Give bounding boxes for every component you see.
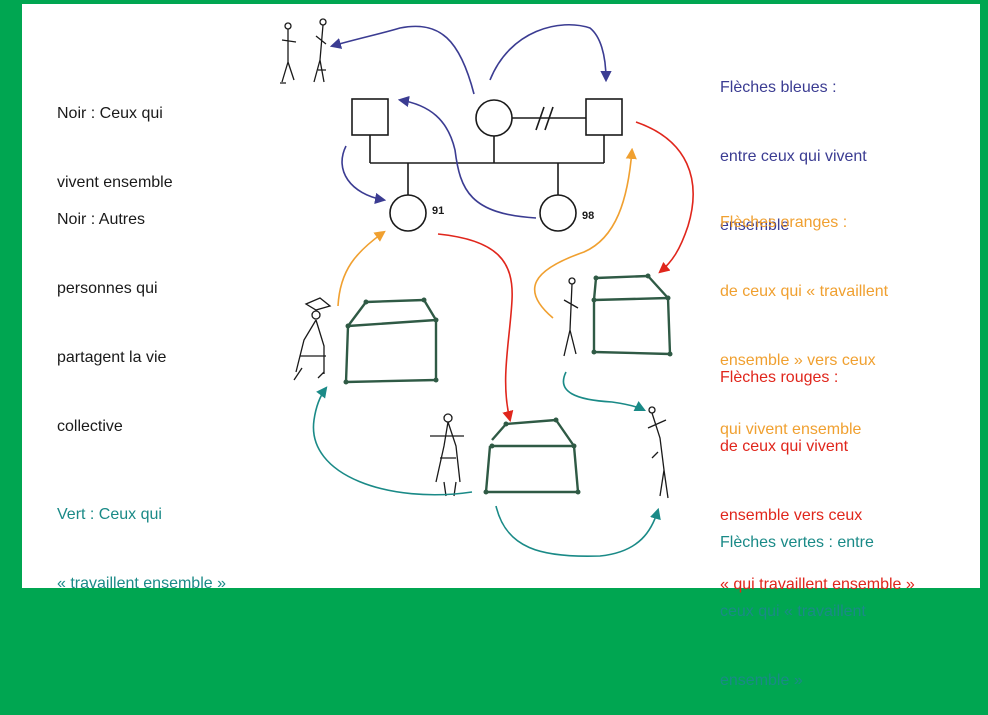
legend-bleues: Flèches bleues : entre ceux qui vivent e… — [720, 79, 867, 234]
genogram — [351, 98, 623, 232]
legend-vert: Vert : Ceux qui « travaillent ensemble » — [57, 506, 226, 592]
partner-square — [585, 98, 623, 136]
separation-mark-2 — [544, 106, 554, 131]
blue-arrows — [329, 24, 612, 219]
mother-circle — [475, 99, 513, 137]
houses — [344, 274, 672, 494]
blue-arrow-father-to-child1 — [341, 145, 387, 204]
stick-figure-bottom-right — [647, 406, 669, 499]
house-left — [344, 298, 438, 384]
blue-arrow-child2-to-father — [397, 95, 537, 219]
child-1-circle — [389, 194, 427, 232]
stick-figures-top — [280, 18, 327, 84]
orange-arrow-figure-to-partner — [534, 147, 637, 319]
child-2-circle — [539, 194, 577, 232]
stick-figure-bottom-center — [430, 413, 464, 497]
teal-arrow-figure-to-figure — [562, 371, 647, 412]
child-1-label: 91 — [432, 205, 444, 217]
stick-figure-graduate — [293, 297, 332, 381]
separation-mark-1 — [535, 106, 545, 131]
red-arrow-child1-to-house-bottom — [437, 233, 514, 423]
legend-noir-autres: Noir : Autres personnes qui partagent la… — [57, 211, 167, 435]
orange-arrows — [337, 147, 637, 319]
genogram-diagram: 91 98 — [280, 18, 694, 558]
legend-oranges: Flèches oranges : de ceux qui « travaill… — [720, 214, 889, 438]
father-square — [351, 98, 389, 136]
teal-arrows — [312, 371, 661, 558]
teal-arrow-house-to-graduate — [312, 386, 473, 496]
stick-figure-mid-right — [563, 277, 579, 357]
red-arrow-partner-to-house-right — [635, 121, 694, 274]
blue-arrow-mother-to-figures — [329, 25, 475, 95]
blue-arrow-mother-to-partner — [489, 24, 612, 83]
legend-vertes: Flèches vertes : entre ceux qui « travai… — [720, 534, 874, 689]
legend-noir-vivent: Noir : Ceux qui vivent ensemble — [57, 105, 173, 191]
child-2-label: 98 — [582, 210, 594, 222]
house-corner-dots — [343, 273, 673, 495]
red-arrows — [437, 121, 694, 423]
house-right — [592, 274, 672, 356]
house-bottom — [484, 418, 580, 494]
orange-arrow-graduate-to-child1 — [337, 230, 386, 307]
teal-arrow-house-to-figure — [495, 505, 661, 558]
